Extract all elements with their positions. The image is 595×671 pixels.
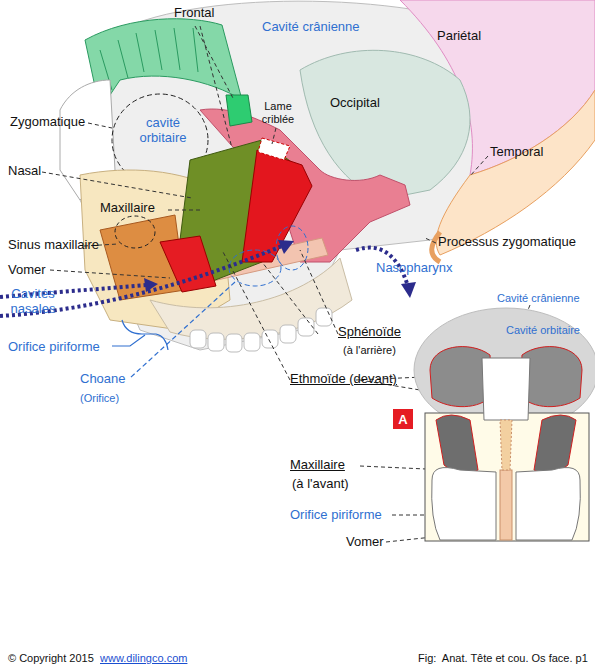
cavity-label: cavité orbitaire — [132, 116, 194, 146]
cavity-label: Cavité crânienne — [497, 292, 580, 305]
cavity-label: Nasopharynx — [376, 261, 453, 276]
node-text: A — [398, 412, 407, 427]
bone-label: Maxillaire — [100, 201, 155, 216]
bone-label: Frontal — [174, 6, 214, 21]
website-link: www.dilingco.com — [100, 652, 187, 665]
cavity-label: Cavité crânienne — [262, 20, 360, 35]
cavity-note: (Orifice) — [80, 392, 119, 405]
section-marker: A — [393, 409, 413, 429]
cavity-label: Cavités nasales — [2, 287, 64, 317]
airflow-arrow — [0, 246, 408, 316]
bone-label: Temporal — [490, 145, 543, 160]
cavity-label: Choane — [80, 372, 126, 387]
bone-label: Lame criblée — [255, 100, 301, 125]
cavity-label: Orifice piriforme — [290, 508, 382, 523]
copyright-note: © Copyright 2015 — [8, 652, 94, 665]
bracket — [112, 282, 235, 378]
bone-note: (à l'avant) — [292, 477, 349, 492]
cribriform-plate — [258, 138, 290, 160]
bone-label: Sinus maxillaire — [8, 238, 99, 253]
bone-label: Occipital — [330, 96, 380, 111]
crista-galli — [226, 95, 252, 126]
choana-outline — [229, 250, 281, 286]
bone-label: Vomer — [8, 263, 46, 278]
teeth — [190, 308, 332, 352]
arrow-head — [144, 240, 416, 298]
frontal-hatch — [100, 28, 198, 90]
figure-caption: Fig: Anat. Tête et cou. Os face. p1 — [418, 652, 588, 664]
bone-label: Zygomatique — [10, 115, 85, 130]
bone-label: Processus zygomatique — [438, 235, 576, 250]
bone-label: Vomer — [346, 535, 384, 550]
cavity-label: Cavité orbitaire — [506, 324, 580, 337]
bone-label: Pariétal — [437, 29, 481, 44]
ethmoid-red — [160, 236, 216, 292]
bone-label: Sphénoïde — [338, 325, 401, 340]
bone-note: (à l'arrière) — [343, 344, 396, 357]
bone-label: Nasal — [8, 164, 41, 179]
bone-label: Maxillaire — [290, 458, 345, 473]
bone-label: Ethmoïde (devant) — [290, 372, 397, 387]
ethmoid-red — [242, 150, 312, 262]
inset-front-view — [414, 308, 595, 541]
sinus-outline — [115, 216, 155, 248]
cavity-label: Orifice piriforme — [8, 340, 100, 355]
